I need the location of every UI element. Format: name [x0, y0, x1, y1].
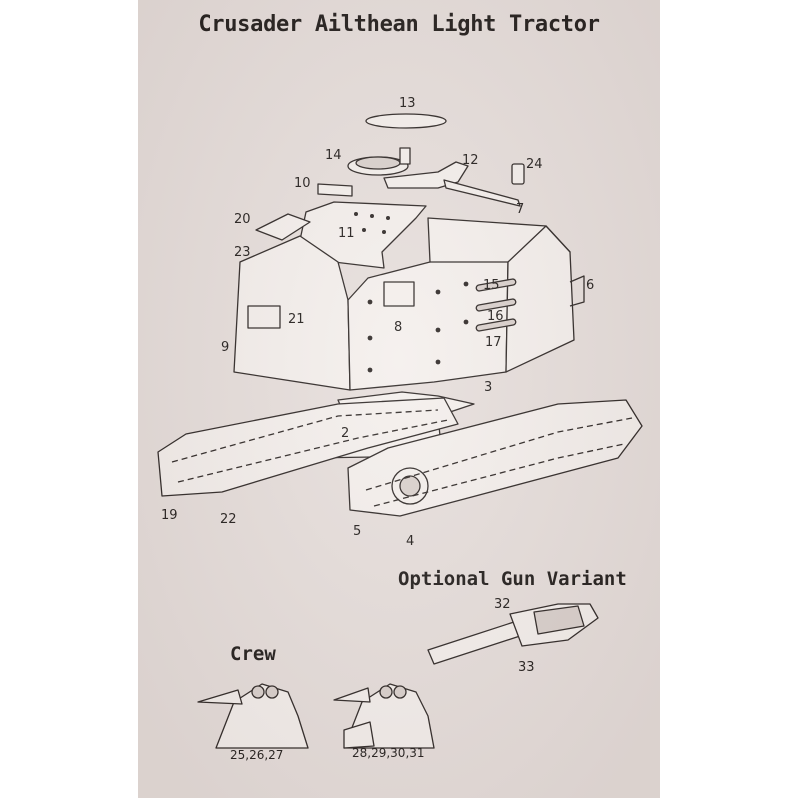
- label-20: 20: [234, 212, 251, 227]
- label-24: 24: [526, 157, 543, 172]
- label-9: 9: [221, 340, 230, 355]
- crew-figure-a: [197, 683, 309, 749]
- part-7-bar: [443, 179, 521, 207]
- part-19-22-left-track: [157, 397, 459, 497]
- label-14: 14: [325, 148, 342, 163]
- part-32-33-optional-gun: [427, 603, 599, 665]
- part-10-bracket: [317, 183, 353, 197]
- front-hatch: [383, 281, 415, 307]
- part-13-hatch-lid: [365, 113, 447, 129]
- label-17: 17: [485, 335, 502, 350]
- label-22: 22: [220, 512, 237, 527]
- label-16: 16: [487, 309, 504, 324]
- part-24-block: [511, 163, 525, 185]
- optional-gun-heading: Optional Gun Variant: [398, 568, 627, 590]
- part-21-plate: [247, 305, 281, 329]
- crew-heading: Crew: [230, 643, 276, 665]
- label-8: 8: [394, 320, 403, 335]
- label-5: 5: [353, 524, 362, 539]
- label-2: 2: [341, 426, 350, 441]
- part-14-hatch-ring: [347, 147, 411, 176]
- label-21: 21: [288, 312, 305, 327]
- label-13: 13: [399, 96, 416, 111]
- label-33: 33: [518, 660, 535, 675]
- sheet-title: Crusader Ailthean Light Tractor: [198, 12, 600, 37]
- exploded-tank-diagram: [157, 113, 643, 749]
- label-4: 4: [406, 534, 415, 549]
- label-10: 10: [294, 176, 311, 191]
- crew-figure-b-label: 28,29,30,31: [352, 746, 425, 760]
- label-3: 3: [484, 380, 493, 395]
- label-32: 32: [494, 597, 511, 612]
- label-15: 15: [483, 278, 500, 293]
- label-7: 7: [516, 202, 525, 217]
- label-11: 11: [338, 226, 355, 241]
- part-15-16-17-vents: [475, 278, 517, 332]
- hull-rear-plate: [505, 225, 575, 373]
- crew-figure-a-label: 25,26,27: [230, 748, 284, 762]
- instruction-sheet: Crusader Ailthean Light Tractor: [138, 0, 660, 798]
- label-19: 19: [161, 508, 178, 523]
- part-20-gun-mount: [255, 213, 311, 241]
- crew-figure-b: [333, 683, 435, 749]
- label-6: 6: [586, 278, 595, 293]
- part-6-handle: [569, 275, 585, 307]
- label-12: 12: [462, 153, 479, 168]
- label-23: 23: [234, 245, 251, 260]
